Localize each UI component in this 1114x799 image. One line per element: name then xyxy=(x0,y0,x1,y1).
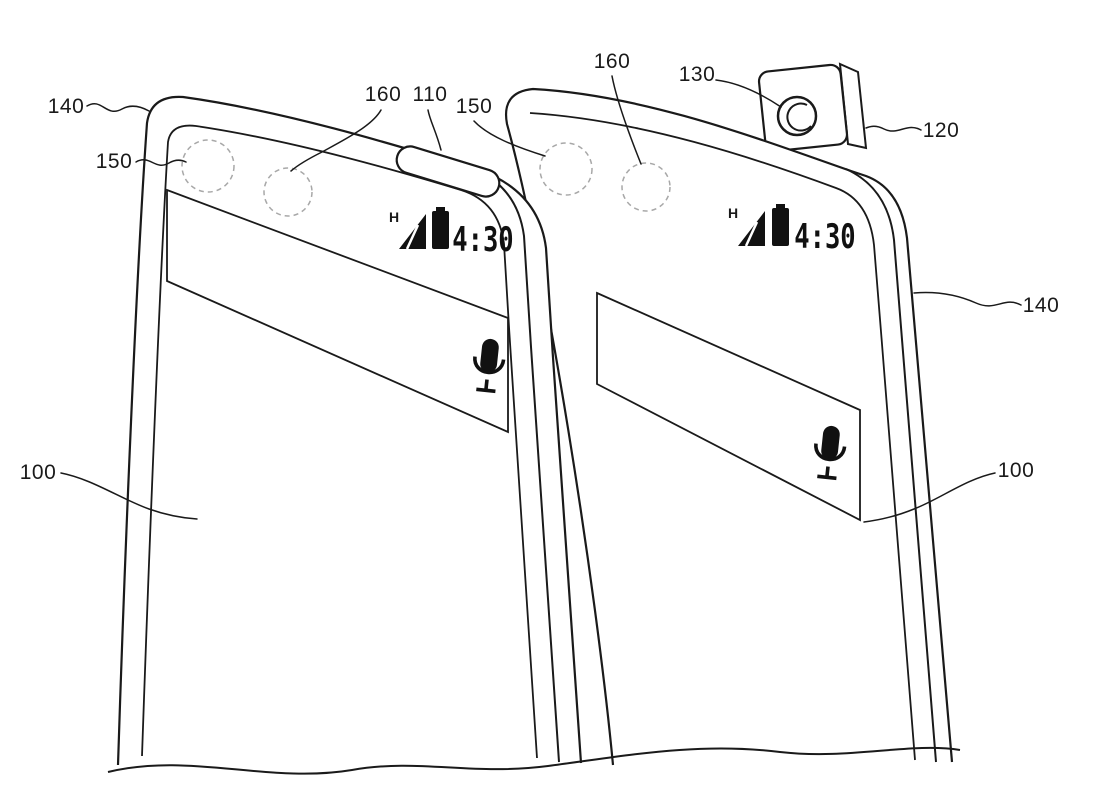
signal-slash xyxy=(744,221,759,247)
leader-lines xyxy=(60,75,1022,523)
battery-icon xyxy=(772,208,789,246)
leader-line-120 xyxy=(865,125,922,132)
leader-line-140-left xyxy=(86,103,150,112)
signal-strength-icon xyxy=(399,214,426,249)
sensor-circle-160-right xyxy=(621,162,671,212)
earpiece-speaker-slot xyxy=(395,145,501,198)
network-mode-indicator: H xyxy=(728,205,738,221)
ref-label-150-right: 150 xyxy=(456,95,493,118)
status-time: 4:30 xyxy=(794,217,855,257)
camera-lens-inner-ring xyxy=(786,102,812,132)
search-bar-left xyxy=(166,188,509,434)
sensor-circle-150-right xyxy=(539,142,593,196)
left-phone-screen-outline xyxy=(141,124,538,759)
left-phone-outline xyxy=(116,95,583,766)
left-phone-side-edge xyxy=(467,166,560,763)
right-phone-side-edge xyxy=(845,168,937,763)
right-phone-outline xyxy=(504,87,954,766)
popup-camera-module xyxy=(757,62,868,153)
sensor-circle-160-left xyxy=(263,167,313,217)
signal-slash xyxy=(405,224,420,250)
ref-label-110: 110 xyxy=(413,83,448,106)
sensor-circle-150-left xyxy=(181,139,235,193)
status-time: 4:30 xyxy=(452,220,513,260)
right-phone-screen-outline xyxy=(529,112,916,761)
leader-line-160-right xyxy=(611,75,642,165)
ref-label-120: 120 xyxy=(923,119,960,142)
ref-label-140-right: 140 xyxy=(1023,294,1060,317)
leader-line-100-right xyxy=(863,472,996,523)
battery-tip xyxy=(776,204,785,210)
ref-label-130: 130 xyxy=(679,63,716,86)
ref-label-100-left: 100 xyxy=(20,461,57,484)
leader-line-100-left xyxy=(60,472,198,520)
ref-label-100-right: 100 xyxy=(998,459,1035,482)
left-status-bar: H 4:30 xyxy=(389,207,514,260)
ref-label-160-right: 160 xyxy=(594,50,631,73)
leader-line-110 xyxy=(427,109,442,151)
reference-labels: 140 150 160 110 150 160 130 120 140 100 … xyxy=(20,50,1060,484)
leader-line-130 xyxy=(715,79,782,108)
leader-line-150-left xyxy=(135,159,187,166)
right-status-bar: H 4:30 xyxy=(728,204,856,257)
leader-line-160-left xyxy=(290,109,382,172)
right-phone: H 4:30 xyxy=(504,87,954,767)
battery-icon xyxy=(432,211,449,249)
battery-tip xyxy=(436,207,445,213)
network-mode-indicator: H xyxy=(389,209,399,225)
drawing-break-line xyxy=(107,746,961,775)
signal-strength-icon xyxy=(738,211,765,246)
leader-line-140-right xyxy=(913,291,1022,307)
camera-lens-icon xyxy=(776,95,818,137)
search-bar-right xyxy=(596,291,861,522)
leader-line-150-right xyxy=(473,120,546,157)
ref-label-160-left: 160 xyxy=(365,83,402,106)
ref-label-140-left: 140 xyxy=(48,95,85,118)
ref-label-150-left: 150 xyxy=(96,150,133,173)
left-phone: H 4:30 xyxy=(116,95,583,767)
